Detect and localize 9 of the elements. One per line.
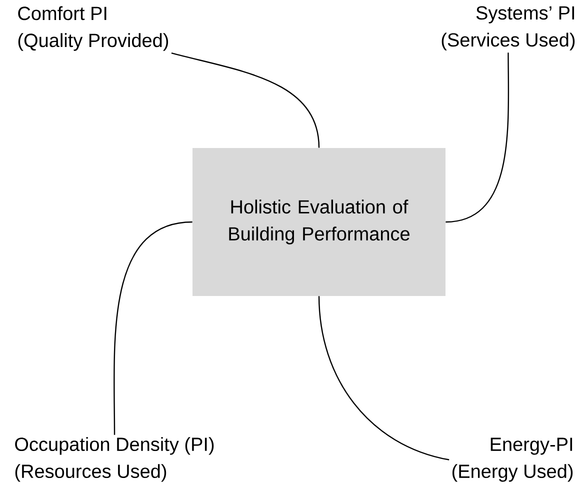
label-text: Occupation Density (PI) (Resources Used) [15, 437, 214, 482]
connector-line [318, 296, 450, 460]
label-text: Systems’ PI (Services Used) [442, 6, 575, 50]
label-text: Energy-PI (Energy Used) [452, 438, 573, 482]
evaluation-box: Holistic Evaluation of Building Performance [192, 148, 446, 296]
connector-line [446, 52, 510, 223]
label-text: Comfort PI (Quality Provided) [18, 6, 168, 51]
connector-line [171, 52, 320, 148]
connector-line [114, 221, 192, 435]
